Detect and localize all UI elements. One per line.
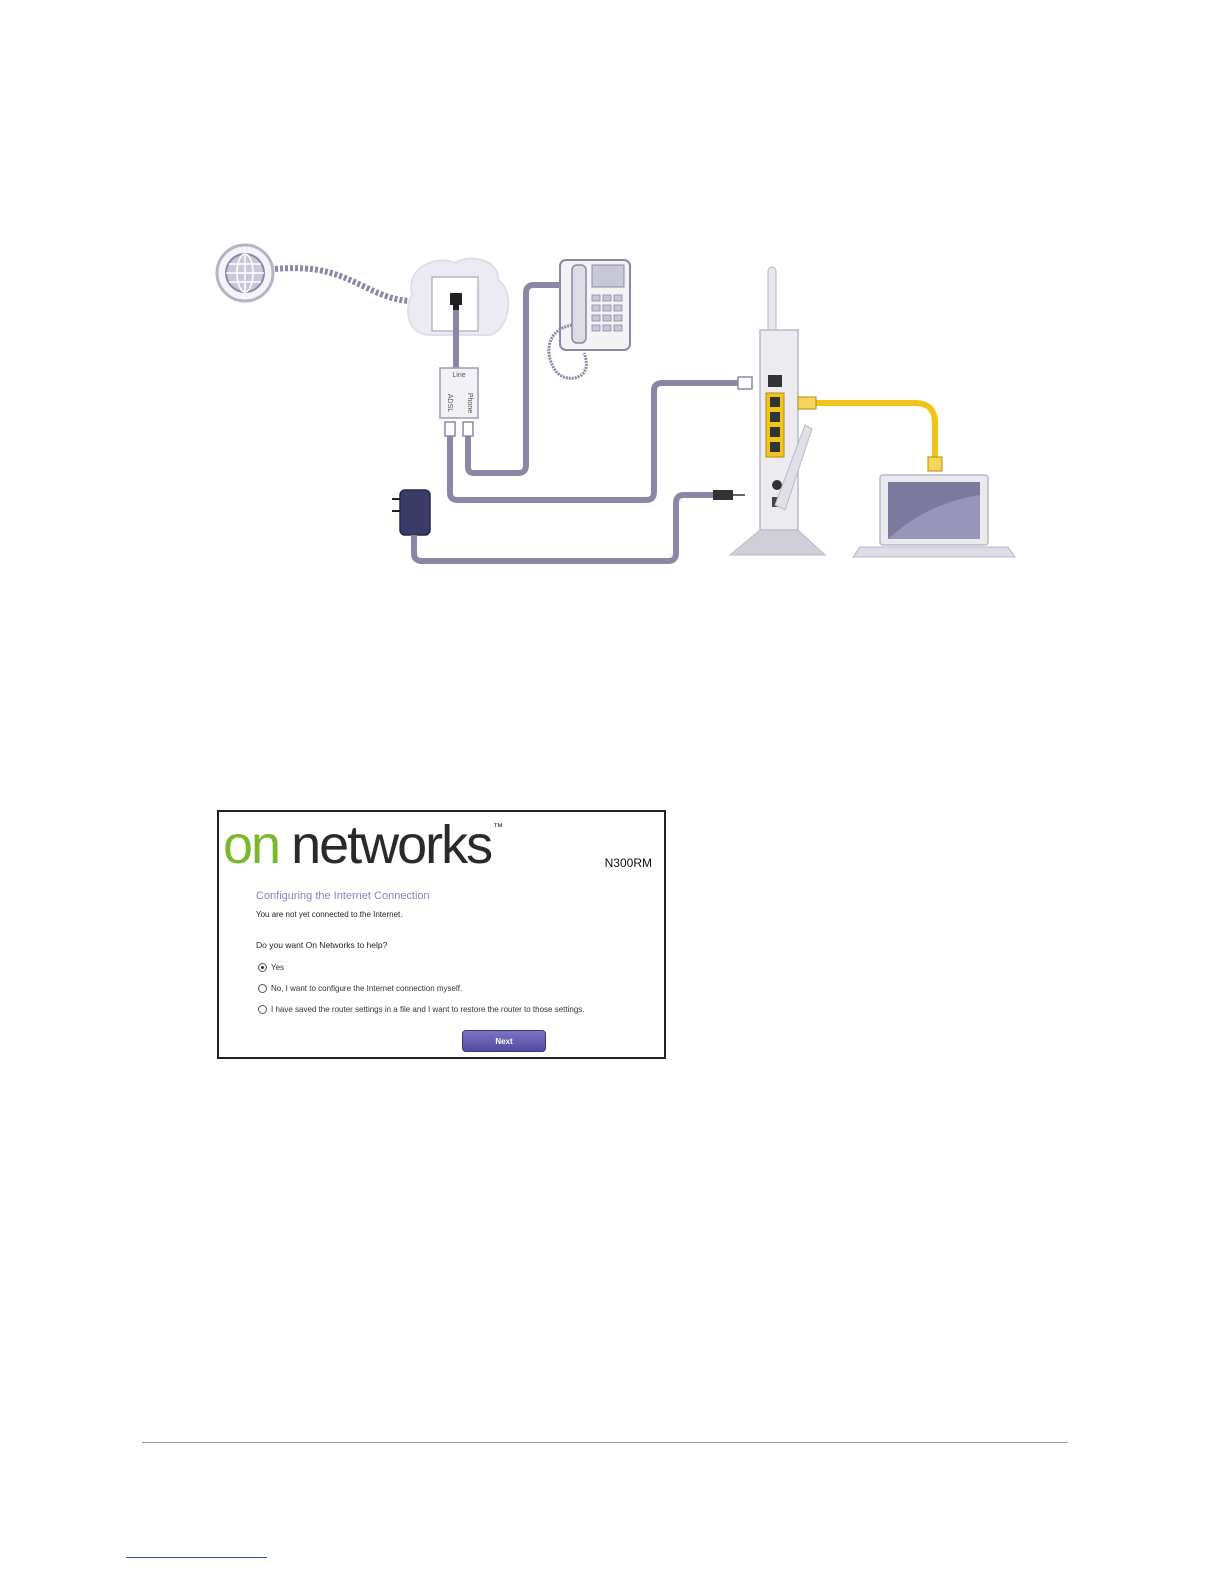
page-title: Configuring the Internet Connection <box>256 890 430 902</box>
connection-diagram: Line ADSL Phone <box>215 243 1016 564</box>
splitter-line-label: Line <box>452 372 465 379</box>
laptop-icon <box>852 474 1016 558</box>
help-question: Do you want On Networks to help? <box>256 940 388 950</box>
setup-wizard-screenshot: on networks ™ N300RM Configuring the Int… <box>217 810 666 1059</box>
logo-trademark: ™ <box>493 822 504 833</box>
option-yes-label: Yes <box>271 963 285 972</box>
adsl-cable <box>447 380 740 503</box>
next-button[interactable]: Next <box>462 1030 546 1052</box>
on-networks-logo: on networks ™ <box>223 818 503 872</box>
option-restore-settings[interactable]: I have saved the router settings in a fi… <box>258 1005 585 1014</box>
footer-link-underline[interactable] <box>126 1557 267 1558</box>
telephone-icon <box>547 259 631 380</box>
ethernet-cable <box>814 400 938 460</box>
option-yes[interactable]: Yes <box>258 963 284 972</box>
wall-jack-icon <box>407 257 510 336</box>
model-name: N300RM <box>604 856 652 870</box>
power-adapter-icon <box>392 489 431 536</box>
splitter-adsl-label: ADSL <box>446 394 453 412</box>
logo-on-text: on <box>223 815 281 875</box>
option-configure-myself[interactable]: No, I want to configure the Internet con… <box>258 984 462 993</box>
dsl-line-cable <box>274 265 413 304</box>
power-cable <box>411 492 715 564</box>
radio-restore-settings[interactable] <box>258 1005 267 1014</box>
router-icon <box>728 266 827 556</box>
adsl-splitter: Line ADSL Phone <box>439 367 479 437</box>
option-restore-settings-label: I have saved the router settings in a fi… <box>271 1005 585 1014</box>
splitter-phone-label: Phone <box>466 393 473 413</box>
option-configure-myself-label: No, I want to configure the Internet con… <box>271 984 463 993</box>
footer-divider <box>142 1442 1068 1443</box>
logo-networks-text: networks <box>291 815 493 875</box>
phone-cable <box>465 282 562 476</box>
radio-yes[interactable] <box>258 963 267 972</box>
radio-configure-myself[interactable] <box>258 984 267 993</box>
connection-status: You are not yet connected to the Interne… <box>256 910 403 919</box>
internet-globe-icon <box>215 243 275 303</box>
